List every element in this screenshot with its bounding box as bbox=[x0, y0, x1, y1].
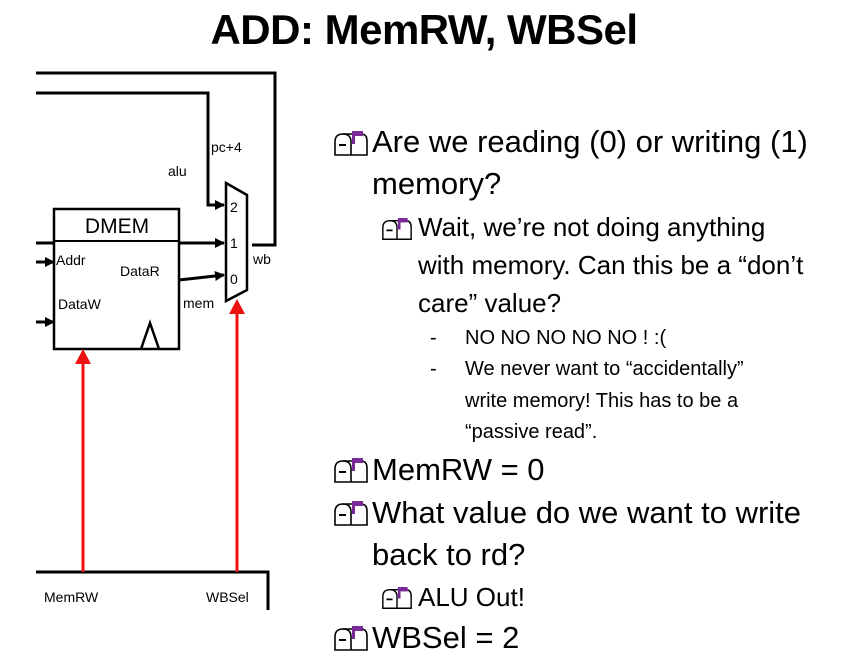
pc4-wire bbox=[36, 91, 225, 210]
alu-wire-label: alu bbox=[168, 163, 187, 179]
mux-input-0: 0 bbox=[230, 271, 238, 287]
slide-title: ADD: MemRW, WBSel bbox=[210, 6, 638, 53]
control-box bbox=[36, 570, 270, 610]
wb-mux bbox=[224, 180, 249, 304]
addr-port-label: Addr bbox=[56, 252, 86, 268]
mux-input-1: 1 bbox=[230, 235, 238, 251]
memrw-control-label: MemRW bbox=[44, 589, 99, 605]
datar-port-label: DataR bbox=[120, 263, 160, 279]
clock-triangle bbox=[139, 319, 161, 350]
wbsel-control-arrowhead bbox=[229, 299, 245, 314]
memrw-control-arrowhead bbox=[75, 349, 91, 364]
wbsel-control-label: WBSel bbox=[206, 589, 249, 605]
dmem-block bbox=[52, 207, 181, 351]
pc4-wire-label: pc+4 bbox=[211, 139, 242, 155]
mux-input-2: 2 bbox=[230, 199, 238, 215]
wb-feedback-wire bbox=[36, 71, 277, 247]
dmem-label: DMEM bbox=[85, 215, 149, 238]
wb-wire-label: wb bbox=[252, 251, 271, 267]
dataw-port-label: DataW bbox=[58, 296, 102, 312]
mem-wire-label: mem bbox=[183, 295, 214, 311]
mem-wire bbox=[178, 271, 225, 282]
